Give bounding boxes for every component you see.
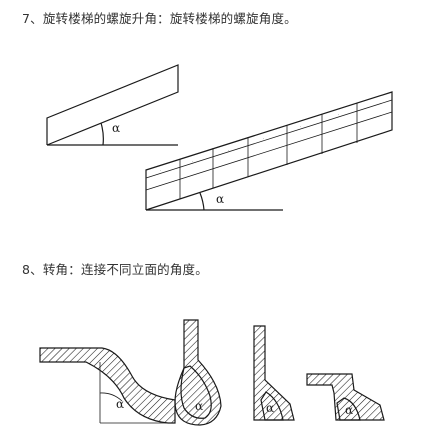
step-label: · [263, 136, 264, 141]
corner-profile-3: α [253, 325, 295, 421]
angle-arc [100, 122, 104, 146]
step-label: · [192, 159, 193, 164]
angle-alpha-label: α [112, 121, 120, 135]
angle-arc [199, 192, 205, 211]
step-label: · [300, 124, 301, 129]
angle-alpha-label: α [195, 399, 203, 413]
incline-figure: α [46, 64, 179, 146]
step-label: · [338, 112, 339, 117]
angle-alpha-label: α [116, 397, 124, 411]
corner-profile-4: α [306, 373, 385, 421]
step-label: · [228, 148, 229, 153]
section-7-heading: 7、旋转楼梯的螺旋升角：旋转楼梯的螺旋角度。 [22, 11, 297, 26]
step-label: · [160, 168, 161, 173]
angle-alpha-label: α [266, 401, 274, 415]
spiral-stair-figure: α · · · · · · [145, 91, 393, 211]
corner-profile-1: α [39, 347, 176, 424]
section-8-heading: 8、转角：连接不同立面的角度。 [22, 262, 208, 277]
corner-profile-2: α [174, 319, 222, 426]
angle-alpha-label: α [216, 192, 224, 206]
angle-alpha-label: α [345, 403, 353, 417]
